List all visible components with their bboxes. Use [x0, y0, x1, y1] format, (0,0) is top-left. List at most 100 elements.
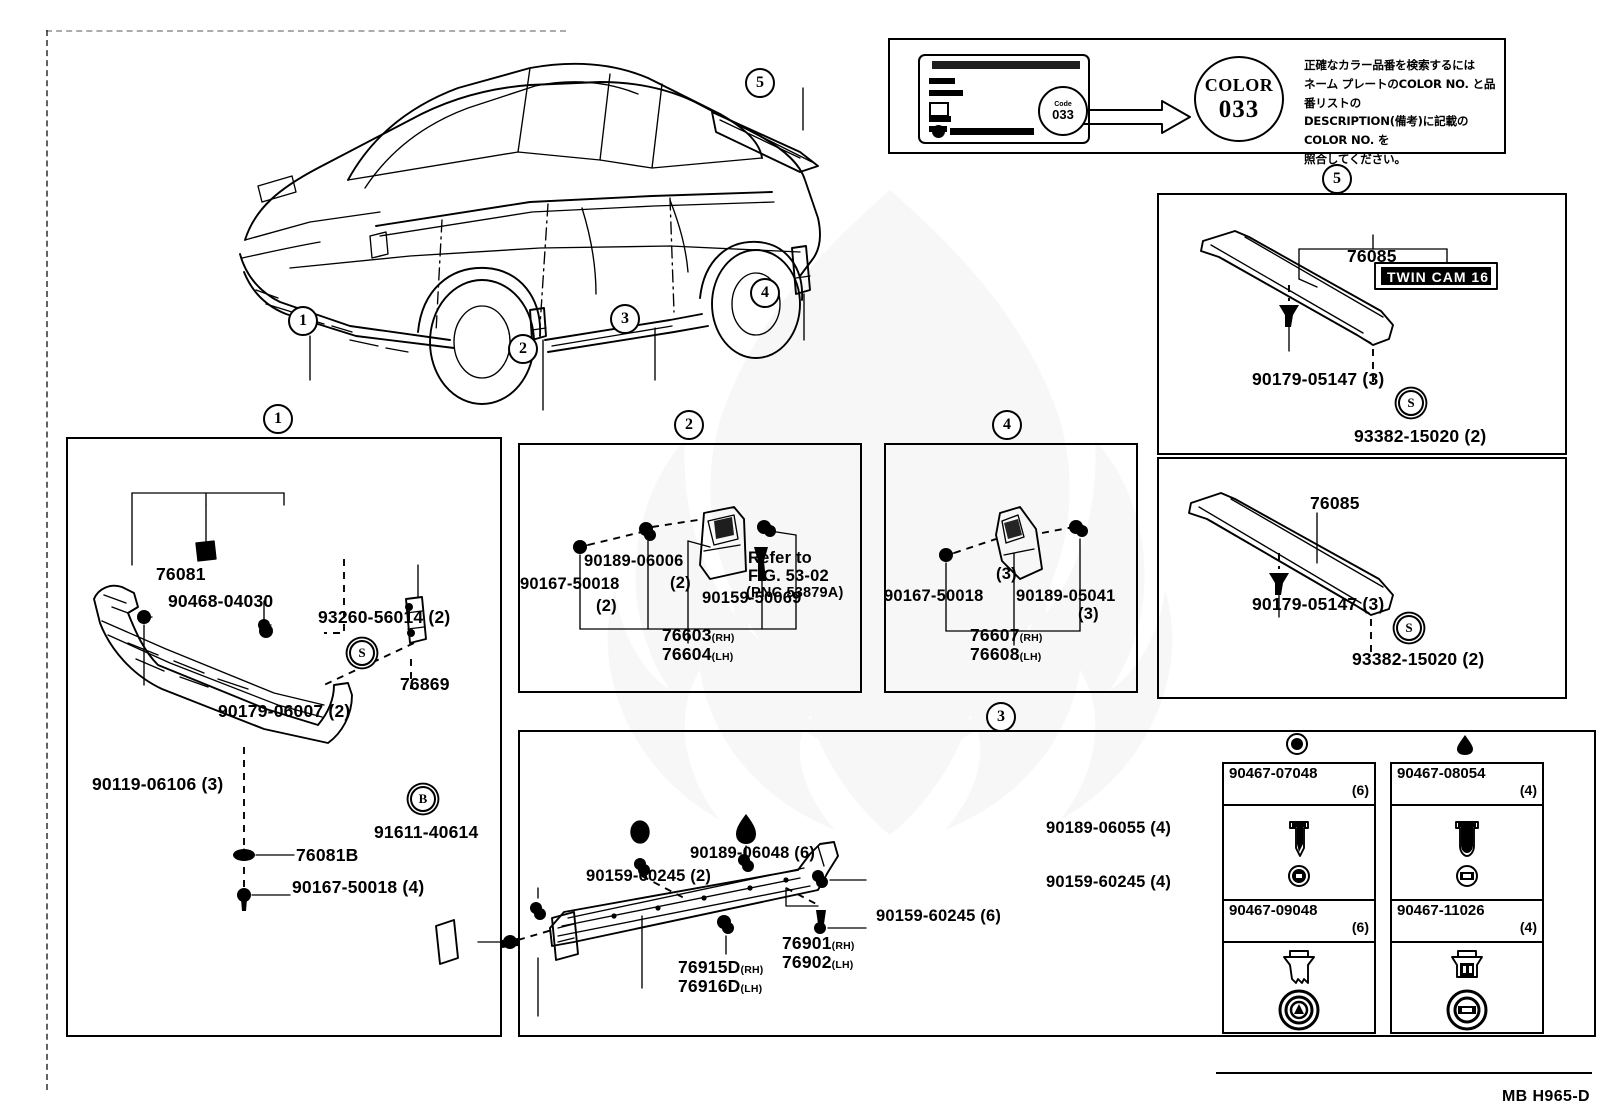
marker-s-panel5a: S [1398, 390, 1424, 416]
jp-line-2: ネーム プレートのCOLOR NO. と品番リストの [1304, 76, 1496, 110]
panel-3-callout[interactable]: 3 [986, 702, 1016, 732]
label-p5b-93382: 93382-15020 (2) [1352, 649, 1485, 669]
label-p3-90189-06055: 90189-06055 (4) [1046, 819, 1172, 837]
clip-part-no-1: 90467-07048 [1229, 765, 1318, 782]
clip-cell-number-1: 90467-07048 (6) [1224, 764, 1374, 806]
label-p2-90189: 90189-06006 [584, 552, 684, 570]
p2-part-rh-side: (RH) [711, 632, 735, 644]
scan-edge-artifact-top [46, 30, 566, 32]
clip-column-2: 90467-08054 (4) 90467-11026 (4) [1390, 762, 1544, 1034]
clip-legend-table: 90467-07048 (6) 90467-09048 (6) [1222, 733, 1544, 1034]
clip-part-no-2: 90467-08054 [1397, 765, 1486, 782]
clip-qty-4: (4) [1519, 919, 1537, 935]
plate-code-value: 033 [1052, 106, 1074, 122]
label-p2-part-lh: 76604(LH) [662, 645, 733, 664]
name-plate-illustration [918, 54, 1090, 144]
p4-part-rh-num: 76607 [970, 625, 1020, 645]
panel-4-callout[interactable]: 4 [992, 410, 1022, 440]
panel-5-callout[interactable]: 5 [1322, 164, 1352, 194]
clip-qty-2: (4) [1519, 782, 1537, 798]
document-footer-code: MB H965-D [1501, 1088, 1590, 1105]
panel-5-lower [1157, 457, 1567, 699]
p2-part-rh-num: 76603 [662, 625, 712, 645]
label-p3-90159-2: 90159-60245 (2) [586, 867, 712, 885]
clip-symbol-2-header [1390, 732, 1540, 756]
label-p2-refer-line1: Refer to [748, 549, 812, 567]
clip-part-no-3: 90467-09048 [1229, 902, 1318, 919]
panel-4-artwork [884, 443, 1134, 689]
p3-part-rh-side: (RH) [831, 940, 855, 952]
label-93260-56014: 93260-56014 (2) [318, 607, 451, 627]
label-90119-06106: 90119-06106 (3) [92, 774, 224, 794]
p3-part-lh-side: (LH) [831, 959, 854, 971]
filled-teardrop-icon [1457, 735, 1473, 755]
plate-code-label: Code [1054, 100, 1072, 108]
panel-2-artwork [518, 443, 858, 689]
p3-bracket-lh-num: 76916D [678, 976, 741, 996]
label-p4-part-lh: 76608(LH) [970, 645, 1041, 664]
vehicle-callout-3[interactable]: 3 [610, 304, 640, 334]
vehicle-callout-1[interactable]: 1 [288, 306, 318, 336]
jp-line-3: DESCRIPTION(備考)に記載のCOLOR NO. を [1304, 114, 1469, 148]
label-p2-90167-qty: (2) [596, 597, 617, 615]
plate-color-code-circle: Code 033 [1038, 86, 1088, 136]
label-91611-40614: 91611-40614 [374, 822, 479, 842]
panel-1-callout[interactable]: 1 [263, 404, 293, 434]
clip-image-4 [1392, 943, 1542, 1036]
clip-image-2 [1392, 806, 1542, 901]
vehicle-callout-4[interactable]: 4 [750, 278, 780, 308]
label-p3-bracket-rh: 76915D(RH) [678, 958, 763, 977]
color-word: COLOR [1204, 74, 1274, 95]
panel-5-lower-artwork [1157, 457, 1563, 695]
label-p2-90189-qty: (2) [670, 574, 691, 592]
p2-part-lh-side: (LH) [711, 651, 734, 663]
p4-part-rh-side: (RH) [1019, 632, 1043, 644]
label-p3-90159-4: 90159-60245 (4) [1046, 873, 1172, 891]
marker-b-panel1: B [410, 786, 436, 812]
clip-cell-number-2: 90467-08054 (4) [1392, 764, 1542, 806]
p3-part-rh-num: 76901 [782, 933, 832, 953]
label-p3-bracket-lh: 76916D(LH) [678, 977, 762, 996]
vehicle-callout-5[interactable]: 5 [745, 68, 775, 98]
label-76081: 76081 [156, 564, 206, 584]
filled-circle-icon [1286, 733, 1308, 755]
label-90468-04030: 90468-04030 [168, 591, 274, 611]
panel-3 [518, 730, 1596, 1037]
color-code-circle: COLOR 033 [1194, 56, 1284, 142]
p2-part-lh-num: 76604 [662, 644, 712, 664]
panel-1 [66, 437, 502, 1037]
label-p2-part-rh: 76603(RH) [662, 626, 735, 645]
japanese-instruction-note: 正確なカラー品番を検索するには ネーム プレートのCOLOR NO. と品番リス… [1304, 56, 1500, 169]
label-76869: 76869 [400, 674, 450, 694]
marker-s-panel1: S [349, 640, 375, 666]
label-p3-90189-06048: 90189-06048 (6) [690, 844, 816, 862]
clip-qty-1: (6) [1351, 782, 1369, 798]
vehicle-illustration [200, 40, 840, 420]
color-code-legend: Code 033 COLOR 033 正確なカラー品番を検索するには ネーム プ… [888, 38, 1506, 166]
panel-2 [518, 443, 862, 693]
vehicle-callout-2[interactable]: 2 [508, 334, 538, 364]
footer-rule [1216, 1071, 1592, 1074]
arrow-icon [1075, 100, 1192, 134]
clip-cell-number-3: 90467-09048 (6) [1224, 901, 1374, 943]
clip-image-3 [1224, 943, 1374, 1036]
label-p5b-76085: 76085 [1310, 493, 1360, 513]
panel-1-artwork [66, 437, 498, 1033]
color-number: 033 [1218, 95, 1260, 123]
label-p4-90189-qty: (3) [1078, 605, 1099, 623]
label-p2-refer-line2: FIG. 53-02 [748, 567, 829, 585]
panel-2-callout[interactable]: 2 [674, 410, 704, 440]
clip-part-no-4: 90467-11026 [1397, 902, 1485, 919]
label-p4-90189: 90189-05041 [1016, 587, 1116, 605]
scan-edge-artifact [46, 30, 48, 1090]
label-p2-90159: 90159-50069 [702, 589, 802, 607]
p3-part-lh-num: 76902 [782, 952, 832, 972]
label-76081B: 76081B [296, 845, 359, 865]
label-p5a-76085: 76085 [1347, 246, 1397, 266]
label-p5a-93382: 93382-15020 (2) [1354, 426, 1487, 446]
clip-cell-number-4: 90467-11026 (4) [1392, 901, 1542, 943]
label-p4-90167-qty: (3) [996, 565, 1017, 583]
panel-5-upper [1157, 193, 1567, 455]
clip-column-1: 90467-07048 (6) 90467-09048 (6) [1222, 762, 1376, 1034]
clip-image-1 [1224, 806, 1374, 901]
